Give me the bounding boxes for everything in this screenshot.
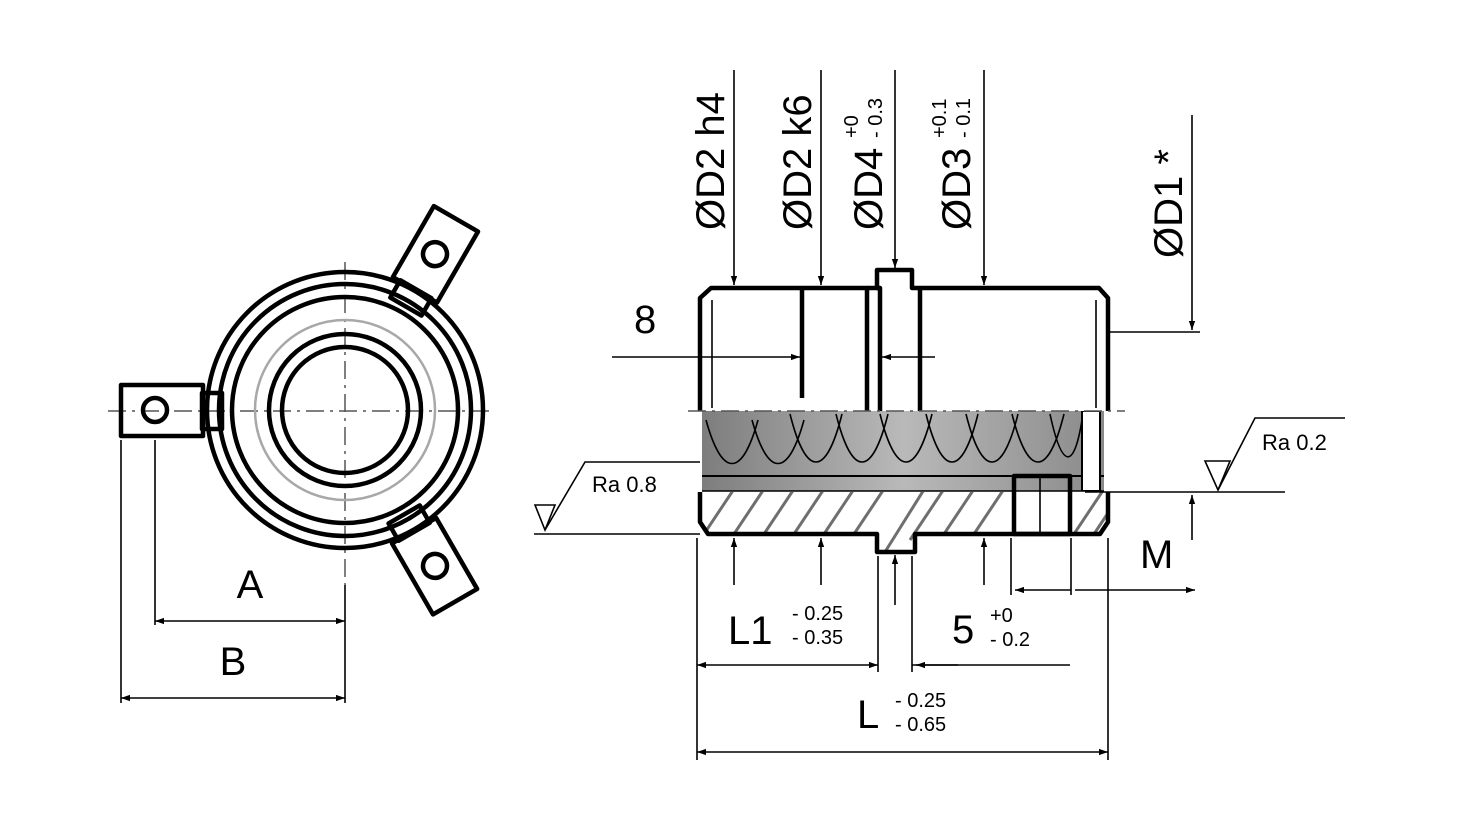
side-view: ØD2 h4 ØD2 k6 ØD4 +0 - 0.3 ØD3 +0.1 - 0.… xyxy=(533,70,1345,760)
l1-label: L1 xyxy=(728,609,773,653)
wall-outline xyxy=(697,492,1111,555)
five-label: 5 xyxy=(952,608,974,652)
l-tol-lower: - 0.65 xyxy=(895,714,946,736)
mounting-lug-bottom-right xyxy=(386,503,480,617)
lug-hole-icon xyxy=(420,239,450,269)
d2-k6-label: ØD2 k6 xyxy=(776,94,820,230)
d4-label: ØD4 xyxy=(847,148,891,230)
body-outline xyxy=(697,267,1111,411)
lug-hole-icon xyxy=(140,395,170,425)
mounting-lug-left xyxy=(118,382,225,439)
bore-ring xyxy=(279,344,411,476)
bore-outer-ring xyxy=(266,331,424,489)
five-tol-upper: +0 xyxy=(990,605,1013,627)
end-view: A B xyxy=(108,203,495,703)
a-label: A xyxy=(237,563,264,607)
l1-tol-upper: - 0.25 xyxy=(792,603,843,625)
d3-tol-lower: - 0.1 xyxy=(953,98,975,138)
d1-label-group: ØD1 * xyxy=(1147,149,1191,258)
m-label: M xyxy=(1140,533,1173,577)
five-tol-lower: - 0.2 xyxy=(990,629,1030,651)
d3-label: ØD3 xyxy=(935,148,979,230)
surface-finish-right-icon: Ra 0.2 xyxy=(1203,417,1345,493)
d4-tol-lower: - 0.3 xyxy=(865,98,887,138)
d3-label-group: ØD3 +0.1 - 0.1 xyxy=(929,98,979,230)
d2-h4-label-group: ØD2 h4 xyxy=(689,92,733,230)
l-tol-upper: - 0.25 xyxy=(895,690,946,712)
mounting-lug-top-right xyxy=(388,203,481,318)
ra-left-label: Ra 0.8 xyxy=(592,472,657,497)
d2-k6-label-group: ØD2 k6 xyxy=(776,94,820,230)
ra-right-label: Ra 0.2 xyxy=(1262,430,1327,455)
lubrication-port xyxy=(1011,473,1073,537)
l1-tol-lower: - 0.35 xyxy=(792,627,843,649)
third-ring xyxy=(229,294,461,526)
inner-grey-ring xyxy=(253,318,437,502)
d1-label: ØD1 * xyxy=(1147,149,1191,258)
d4-tol-upper: +0 xyxy=(841,115,863,138)
bore-section xyxy=(702,411,1104,491)
d3-tol-upper: +0.1 xyxy=(929,99,951,138)
l-label: L xyxy=(857,693,879,737)
outer-ring xyxy=(204,269,486,551)
d2-h4-label: ØD2 h4 xyxy=(689,92,733,230)
d4-label-group: ØD4 +0 - 0.3 xyxy=(841,98,891,230)
second-ring xyxy=(216,281,474,539)
eight-label: 8 xyxy=(634,298,656,342)
lug-hole-icon xyxy=(420,551,450,581)
b-label: B xyxy=(220,640,247,684)
surface-finish-left-icon: Ra 0.8 xyxy=(533,461,700,535)
